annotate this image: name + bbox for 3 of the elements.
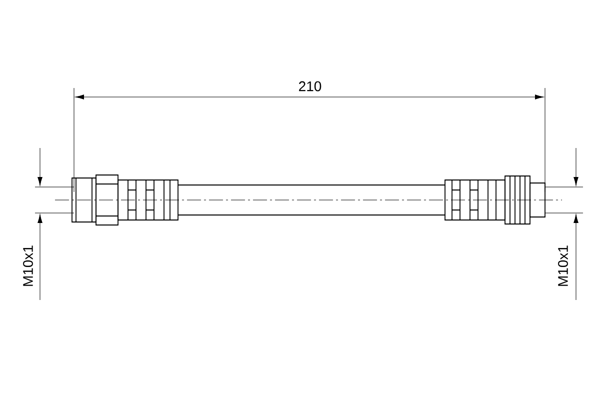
thread-label: M10x1: [558, 246, 568, 286]
dimension-label: 210: [299, 81, 322, 92]
thread-label: M10x1: [23, 246, 33, 286]
